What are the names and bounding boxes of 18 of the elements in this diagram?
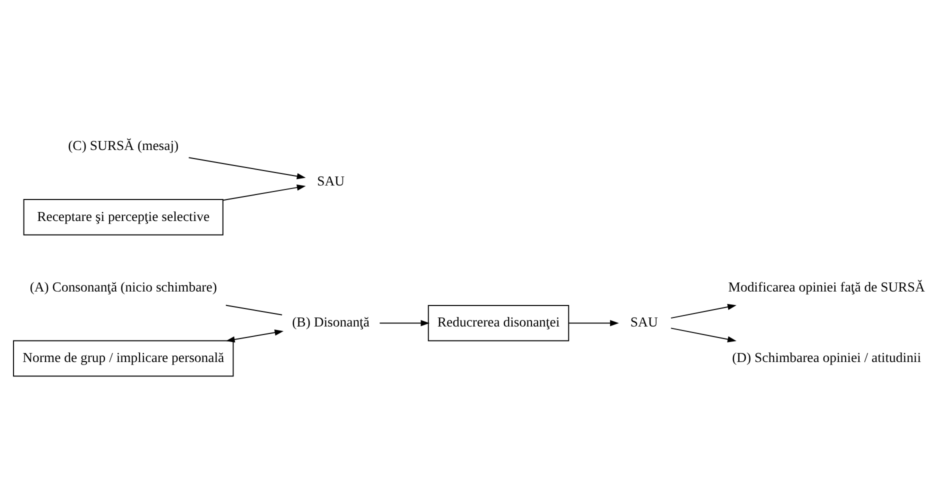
node-text: SAU	[317, 173, 345, 188]
arrow	[188, 156, 306, 179]
node-box: Reducrerea disonanţei	[428, 304, 570, 341]
connector	[225, 304, 283, 315]
arrow	[222, 184, 306, 200]
node-text: Modificarea opiniei faţă de SURSĂ	[728, 278, 925, 294]
node-text: (D) Schimbarea opiniei / atitudinii	[732, 350, 922, 365]
node-text: (B) Disonanţă	[292, 314, 370, 330]
node-text: (A) Consonanţă (nicio schimbare)	[30, 278, 217, 294]
arrow	[568, 320, 619, 326]
arrow	[226, 329, 284, 342]
arrow	[379, 320, 430, 326]
arrow	[670, 327, 736, 342]
node-box: Receptare şi percepţie selective	[23, 198, 224, 235]
node-box: Norme de grup / implicare personală	[13, 340, 234, 376]
node-text: (C) SURSĂ (mesaj)	[68, 138, 179, 153]
node-text: SAU	[630, 314, 658, 330]
arrow	[670, 303, 736, 318]
